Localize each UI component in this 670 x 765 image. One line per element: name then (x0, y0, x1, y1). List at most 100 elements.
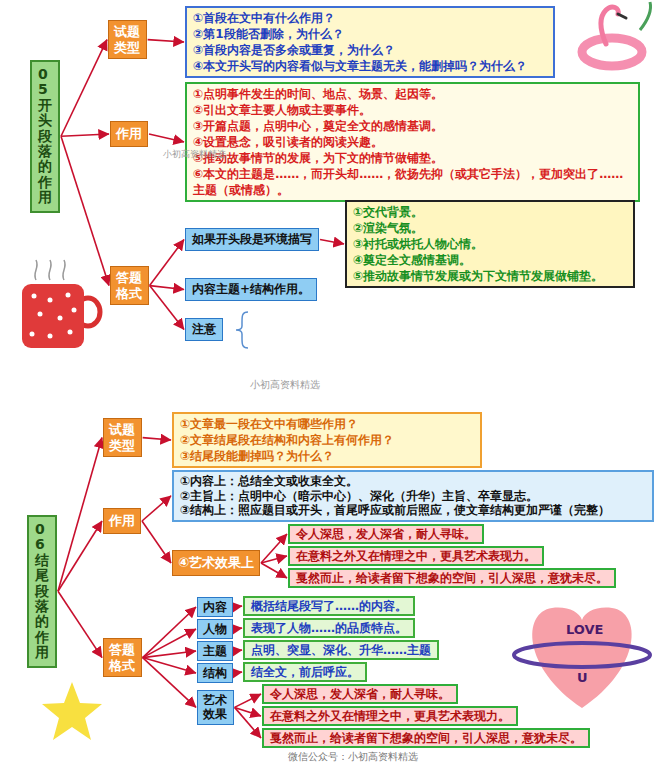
arrow-connector (235, 707, 261, 738)
arrow-connector (234, 650, 242, 651)
label-text: U (577, 670, 588, 685)
heart-shape (532, 608, 631, 708)
branch-box: 答题格式 (110, 266, 149, 305)
arrow-connector (61, 136, 109, 285)
aspect-box: 艺术效果 (197, 690, 234, 725)
node-text: ④设置悬念，吸引读者的阅读兴趣。 (193, 134, 632, 150)
node-text: 令人深思，发人深省，耐人寻味。 (270, 687, 450, 701)
arrow-connector (142, 496, 171, 521)
arrow-connector (143, 438, 171, 440)
question-list: ①首段在文中有什么作用？②第1段能否删除，为什么？③首段内容是否多余或重复，为什… (185, 6, 555, 78)
node-text: ③结尾段能删掉吗？为什么？ (180, 448, 474, 464)
node-text: 戛然而止，给读者留下想象的空间，引人深思，意犹未尽。 (270, 731, 582, 745)
arrow-connector (143, 651, 196, 658)
environment-list: ①交代背景。②渲染气氛。③衬托或烘托人物心情。④奠定全文感情基调。⑤推动故事情节… (345, 200, 635, 288)
branch-box: ④艺术效果上 (172, 550, 260, 576)
effect-box: 戛然而止，给读者留下想象的空间，引人深思，意犹未尽。 (288, 568, 616, 588)
function-list: ①点明事件发生的时间、地点、场景、起因等。②引出文章主要人物或主要事件。③开篇点… (185, 82, 640, 202)
footer-note: 微信公众号：小初高资料精选 (288, 750, 418, 764)
node-text: ③衬托或烘托人物心情。 (353, 236, 627, 252)
mug (22, 260, 100, 348)
aspect-box: 内容 (197, 597, 233, 617)
node-text: 作用 (116, 125, 142, 143)
answer-box: 点明、突显、深化、升华……主题 (243, 640, 439, 660)
answer-box: 概括结尾段写了……的内容。 (243, 596, 415, 616)
flamingo-beak (618, 14, 626, 18)
question-list: ①文章最一段在文中有哪些作用？②文章结尾段在结构和内容上有何作用？③结尾段能删掉… (172, 412, 482, 468)
arrow-connector (150, 286, 184, 330)
heart-ring (514, 643, 650, 667)
node-text: ③结构上：照应题目或开头，首尾呼应或前后照应，使文章结构更加严谨（完整） (180, 503, 646, 518)
node-text: 05开头段落的作用 (38, 67, 52, 206)
effect-box: 令人深思，发人深省，耐人寻味。 (288, 524, 484, 544)
function-list: ①内容上：总结全文或收束全文。②主旨上：点明中心（暗示中心）、深化（升华）主旨、… (172, 470, 654, 522)
node-text: ②文章结尾段在结构和内容上有何作用？ (180, 432, 474, 448)
arrow-connector (143, 607, 196, 658)
bracket (236, 312, 248, 348)
answer-box: 结全文，前后呼应。 (243, 662, 367, 682)
effect-box: 令人深思，发人深省，耐人寻味。 (262, 684, 458, 704)
arrow-connector (234, 672, 242, 673)
node-text: 06结尾段落的作用 (35, 522, 49, 661)
arrow-connector (261, 556, 287, 563)
arrow-connector (58, 521, 102, 591)
node-text: 在意料之外又在情理之中，更具艺术表现力。 (270, 709, 510, 723)
heart (514, 608, 650, 708)
node-text: 答题格式 (109, 642, 136, 673)
node-text: ①文章最一段在文中有哪些作用？ (180, 416, 474, 432)
swim-ring (582, 38, 642, 66)
node-text: 作用 (109, 512, 135, 530)
node-text: ④奠定全文感情基调。 (353, 252, 627, 268)
arrow-connector (235, 694, 261, 707)
arrow-connector (149, 134, 184, 142)
node-text: 注意 (192, 321, 216, 338)
node-text: 如果开头段是环境描写 (192, 231, 312, 248)
node-text: 艺术效果 (203, 693, 228, 722)
node-text: 结全文，前后呼应。 (251, 665, 359, 679)
node-text: ⑤推动故事情节发展或为下文情节发展做铺垫。 (353, 268, 627, 284)
node-text: ③首段内容是否多余或重复，为什么？ (193, 42, 547, 58)
arrow-connector (143, 629, 196, 658)
arrow-connector (150, 286, 184, 290)
node-text: ②引出文章主要人物或主要事件。 (193, 102, 632, 118)
mug-body (22, 284, 84, 348)
arrow-connector (150, 240, 184, 286)
node-text: 试题类型 (109, 422, 136, 453)
arrow-connector (234, 628, 242, 629)
node-text: ②第1段能否删除，为什么？ (193, 26, 547, 42)
leaf (640, 2, 651, 30)
aspect-box: 人物 (197, 619, 233, 639)
branch-box: 作用 (110, 121, 148, 147)
arrow-connector (320, 240, 344, 245)
label-text: 小初高资料精选 (163, 150, 172, 160)
arrow-connector (61, 134, 109, 136)
node-text: 在意料之外又在情理之中，更具艺术表现力。 (296, 549, 536, 563)
flamingo-float (582, 2, 651, 66)
format-box: 注意 (185, 318, 223, 341)
topic-band: 06结尾段落的作用 (27, 515, 57, 668)
node-text: ⑥本文的主题是……，而开头却……，欲扬先抑（或其它手法），更加突出了……主题（或… (193, 166, 632, 198)
node-text: 概括结尾段写了……的内容。 (251, 599, 407, 613)
node-text: 主题 (203, 644, 227, 658)
format-box: 内容主题+结构作用。 (185, 278, 317, 301)
branch-box: 试题类型 (108, 20, 147, 59)
arrow-connector (61, 40, 107, 137)
branch-box: 作用 (103, 508, 141, 534)
node-text: 结构 (203, 666, 227, 680)
arrow-connector (261, 563, 287, 578)
node-text: ⑤推动故事情节的发展，为下文的情节做铺垫。 (193, 150, 632, 166)
heart-text: U (577, 670, 588, 685)
label-text: 微信公众号：小初高资料精选 (288, 750, 418, 764)
label-text: 小初高资料精选 (250, 378, 320, 392)
node-text: 戛然而止，给读者留下想象的空间，引人深思，意犹未尽。 (296, 571, 608, 585)
node-text: 表现了人物……的品质特点。 (251, 621, 407, 635)
arrow-connector (148, 40, 184, 42)
effect-box: 在意料之外又在情理之中，更具艺术表现力。 (262, 706, 518, 726)
effect-box: 在意料之外又在情理之中，更具艺术表现力。 (288, 546, 544, 566)
node-text: 试题类型 (114, 24, 141, 55)
node-text: 内容 (203, 600, 227, 614)
arrow-connector (58, 591, 102, 657)
arrow-connector (143, 658, 196, 708)
watermark: 小初高资料精选 (250, 378, 320, 392)
effect-box: 戛然而止，给读者留下想象的空间，引人深思，意犹未尽。 (262, 728, 590, 748)
